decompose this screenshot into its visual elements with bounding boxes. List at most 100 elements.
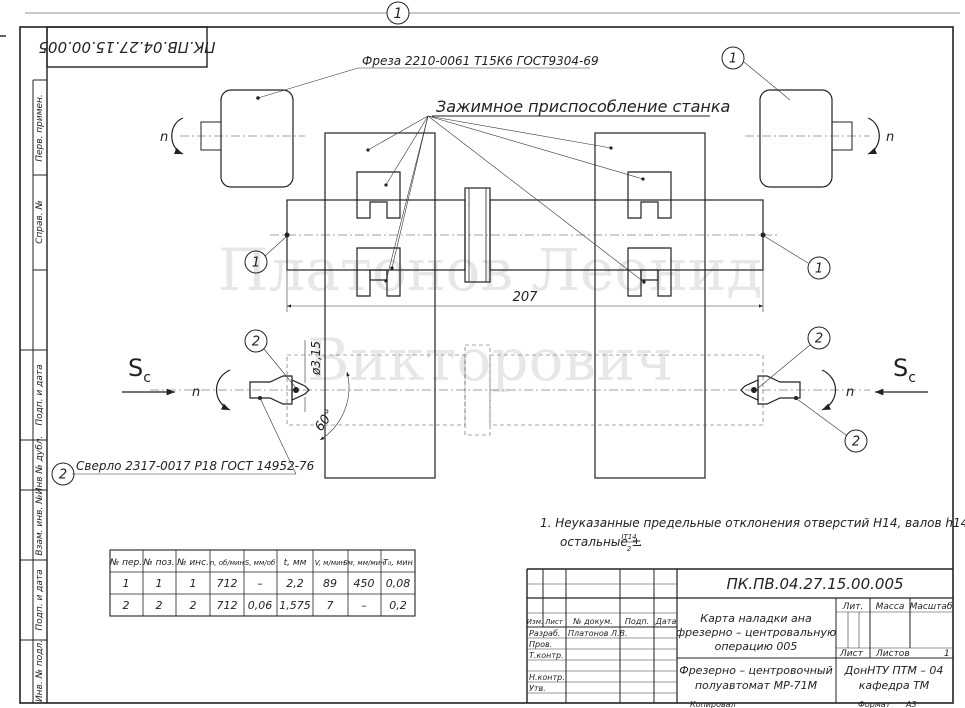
marker-1-shaft-left: 1 (244, 235, 288, 274)
stamp-copied: Копировал (690, 700, 736, 708)
stamp-org-1: ДонНТУ ПТМ – 04 (844, 664, 944, 677)
upper-clamp-left (356, 171, 401, 219)
marker-1-shaft-left-label: 1 (252, 256, 260, 271)
upper-clamp-right (627, 171, 672, 219)
table-row-1-position: 1 (156, 577, 163, 590)
table-row-2-time: 0,2 (389, 599, 407, 612)
marker-2-drill-tool: 2 (51, 462, 75, 486)
table-row-2-position: 2 (156, 599, 163, 612)
rotated-drawing-code: ПК.ПВ.04.27.15.00.005 (38, 38, 215, 56)
table-row-1-tool: 1 (190, 577, 197, 590)
note-fraction-num: IT14 (621, 533, 636, 541)
stamp-scale-head: Масштаб (910, 602, 953, 612)
stamp-col-sheet: Лист (544, 618, 564, 626)
tolerance-note: 1. Неуказанные предельные отклонения отв… (540, 516, 965, 553)
rotation-label-cutter-left: n (160, 130, 168, 145)
marker-2-drill-left: 2 (244, 329, 297, 389)
table-header-depth: t, мм (284, 558, 307, 568)
table-row-2-depth: 1,575 (279, 599, 311, 612)
center-drill-right (740, 375, 801, 405)
dimension-diameter: ø3,15 (304, 340, 323, 412)
stamp-mass-head: Масса (876, 602, 905, 612)
stamp-col-doc: № докум. (572, 617, 612, 626)
fixture-plate-left (324, 132, 436, 479)
feed-label-right: Sc (893, 354, 916, 386)
stamp-doc-title-2: фрезерно – центровальную (676, 626, 836, 639)
table-row-2-tool: 2 (190, 599, 197, 612)
note-fraction-den: 2 (627, 545, 632, 553)
table-row-1-depth: 2,2 (286, 577, 304, 590)
table-header-velocity: V, м/мин (315, 559, 346, 567)
lower-clamp-right (627, 247, 672, 297)
note-fraction-end: . (639, 535, 643, 549)
table-header-tool: № инс. (176, 558, 209, 568)
table-header-feed: S, мм/об (245, 559, 276, 567)
rotation-arrow-cutter-left: n (160, 117, 184, 155)
stamp-machine-2: полуавтомат МР-71М (695, 679, 818, 692)
table-row-2-minute-feed: – (361, 599, 367, 612)
table-header-minute-feed: Sм, мм/мин (343, 559, 385, 567)
table-row-2-velocity: 7 (327, 599, 334, 612)
stamp-role-checker: Пров. (529, 640, 552, 649)
title-block: Изм. Лист № докум. Подп. Дата Разраб. Пр… (526, 568, 953, 708)
rotation-arrow-drill-left: n (192, 369, 231, 411)
table-header-time: T₀, мин (383, 558, 413, 567)
milling-cutter-right (745, 89, 870, 188)
marker-1-shaft-right-label: 1 (815, 262, 823, 277)
marker-2-drill-right-bottom-label: 2 (852, 435, 860, 450)
rotation-label-cutter-right: n (886, 130, 894, 145)
center-drill-left (249, 375, 310, 405)
strip-sign-date-1: Подп. и дата (35, 364, 45, 425)
rotation-label-drill-right: n (846, 385, 854, 400)
stamp-doc-title-3: операцию 005 (715, 640, 798, 653)
lower-view-hidden-shaft (150, 344, 870, 436)
marker-1-shaft-right: 1 (763, 235, 831, 280)
table-row-1-time: 0,08 (386, 577, 411, 590)
cutting-parameters-table: № пер. № поз. № инс. n, об/мин S, мм/об … (109, 549, 416, 617)
marker-1-cutter-right-label: 1 (729, 52, 737, 67)
feed-arrow-right: Sc (875, 354, 928, 396)
stamp-sheets-value: 1 (944, 649, 950, 659)
marker-2-drill-right-top-label: 2 (815, 332, 823, 347)
stamp-col-date: Дата (655, 617, 677, 626)
stamp-role-norm-control: Н.контр. (529, 673, 565, 682)
stamp-format-value: А3 (905, 700, 917, 708)
stamp-role-approved: Утв. (529, 684, 546, 693)
lower-clamp-left (356, 247, 401, 297)
drill-tool-label: Сверло 2317-0017 Р18 ГОСТ 14952-76 (76, 459, 315, 473)
marker-2-drill-right-top: 2 (757, 326, 831, 389)
table-header-pass: № пер. (109, 558, 142, 568)
table-header-speed: n, об/мин (210, 559, 245, 567)
mill-tool-label: Фреза 2210-0061 Т15К6 ГОСТ9304-69 (362, 54, 599, 68)
table-row-2-pass: 2 (123, 599, 130, 612)
fixture-plate-right (594, 132, 706, 479)
stamp-role-developer: Разраб. (529, 629, 560, 638)
dimension-length: 207 (286, 270, 764, 312)
strip-orig-inv: Инв. № подл. (35, 640, 45, 702)
table-row-2-feed: 0,06 (248, 599, 273, 612)
stamp-org-2: кафедра ТМ (859, 679, 930, 692)
milling-cutter-left (180, 89, 305, 188)
strip-dup-inv: Инв № дубл. (35, 436, 45, 495)
note-line-2: остальные ± (560, 535, 642, 549)
marker-1-cutter-right: 1 (721, 46, 791, 101)
stamp-sheets-label: Листов (875, 649, 910, 659)
dimension-length-value: 207 (513, 290, 539, 305)
table-row-1-pass: 1 (123, 577, 130, 590)
strip-ref-no: Справ. № (35, 200, 45, 244)
table-row-1-speed: 712 (217, 577, 238, 590)
strip-repl-inv: Взам. инв. № (35, 494, 45, 555)
stamp-code: ПК.ПВ.04.27.15.00.005 (726, 575, 903, 593)
marker-2-drill-left-label: 2 (252, 335, 260, 350)
feed-arrow-left: Sc (122, 354, 175, 396)
stamp-col-change: Изм. (527, 618, 543, 626)
mill-callout: Фреза 2210-0061 Т15К6 ГОСТ9304-69 (256, 54, 599, 100)
table-row-1-minute-feed: 450 (354, 577, 375, 590)
feed-label-left: Sc (128, 354, 151, 386)
dimension-angle-value: 60° (312, 407, 338, 434)
strip-sign-date-2: Подп. и дата (35, 569, 45, 630)
stamp-lit-head: Лит. (842, 602, 864, 612)
rotation-arrow-drill-right: n (821, 369, 854, 411)
marker-2-drill-right-bottom: 2 (796, 398, 868, 453)
